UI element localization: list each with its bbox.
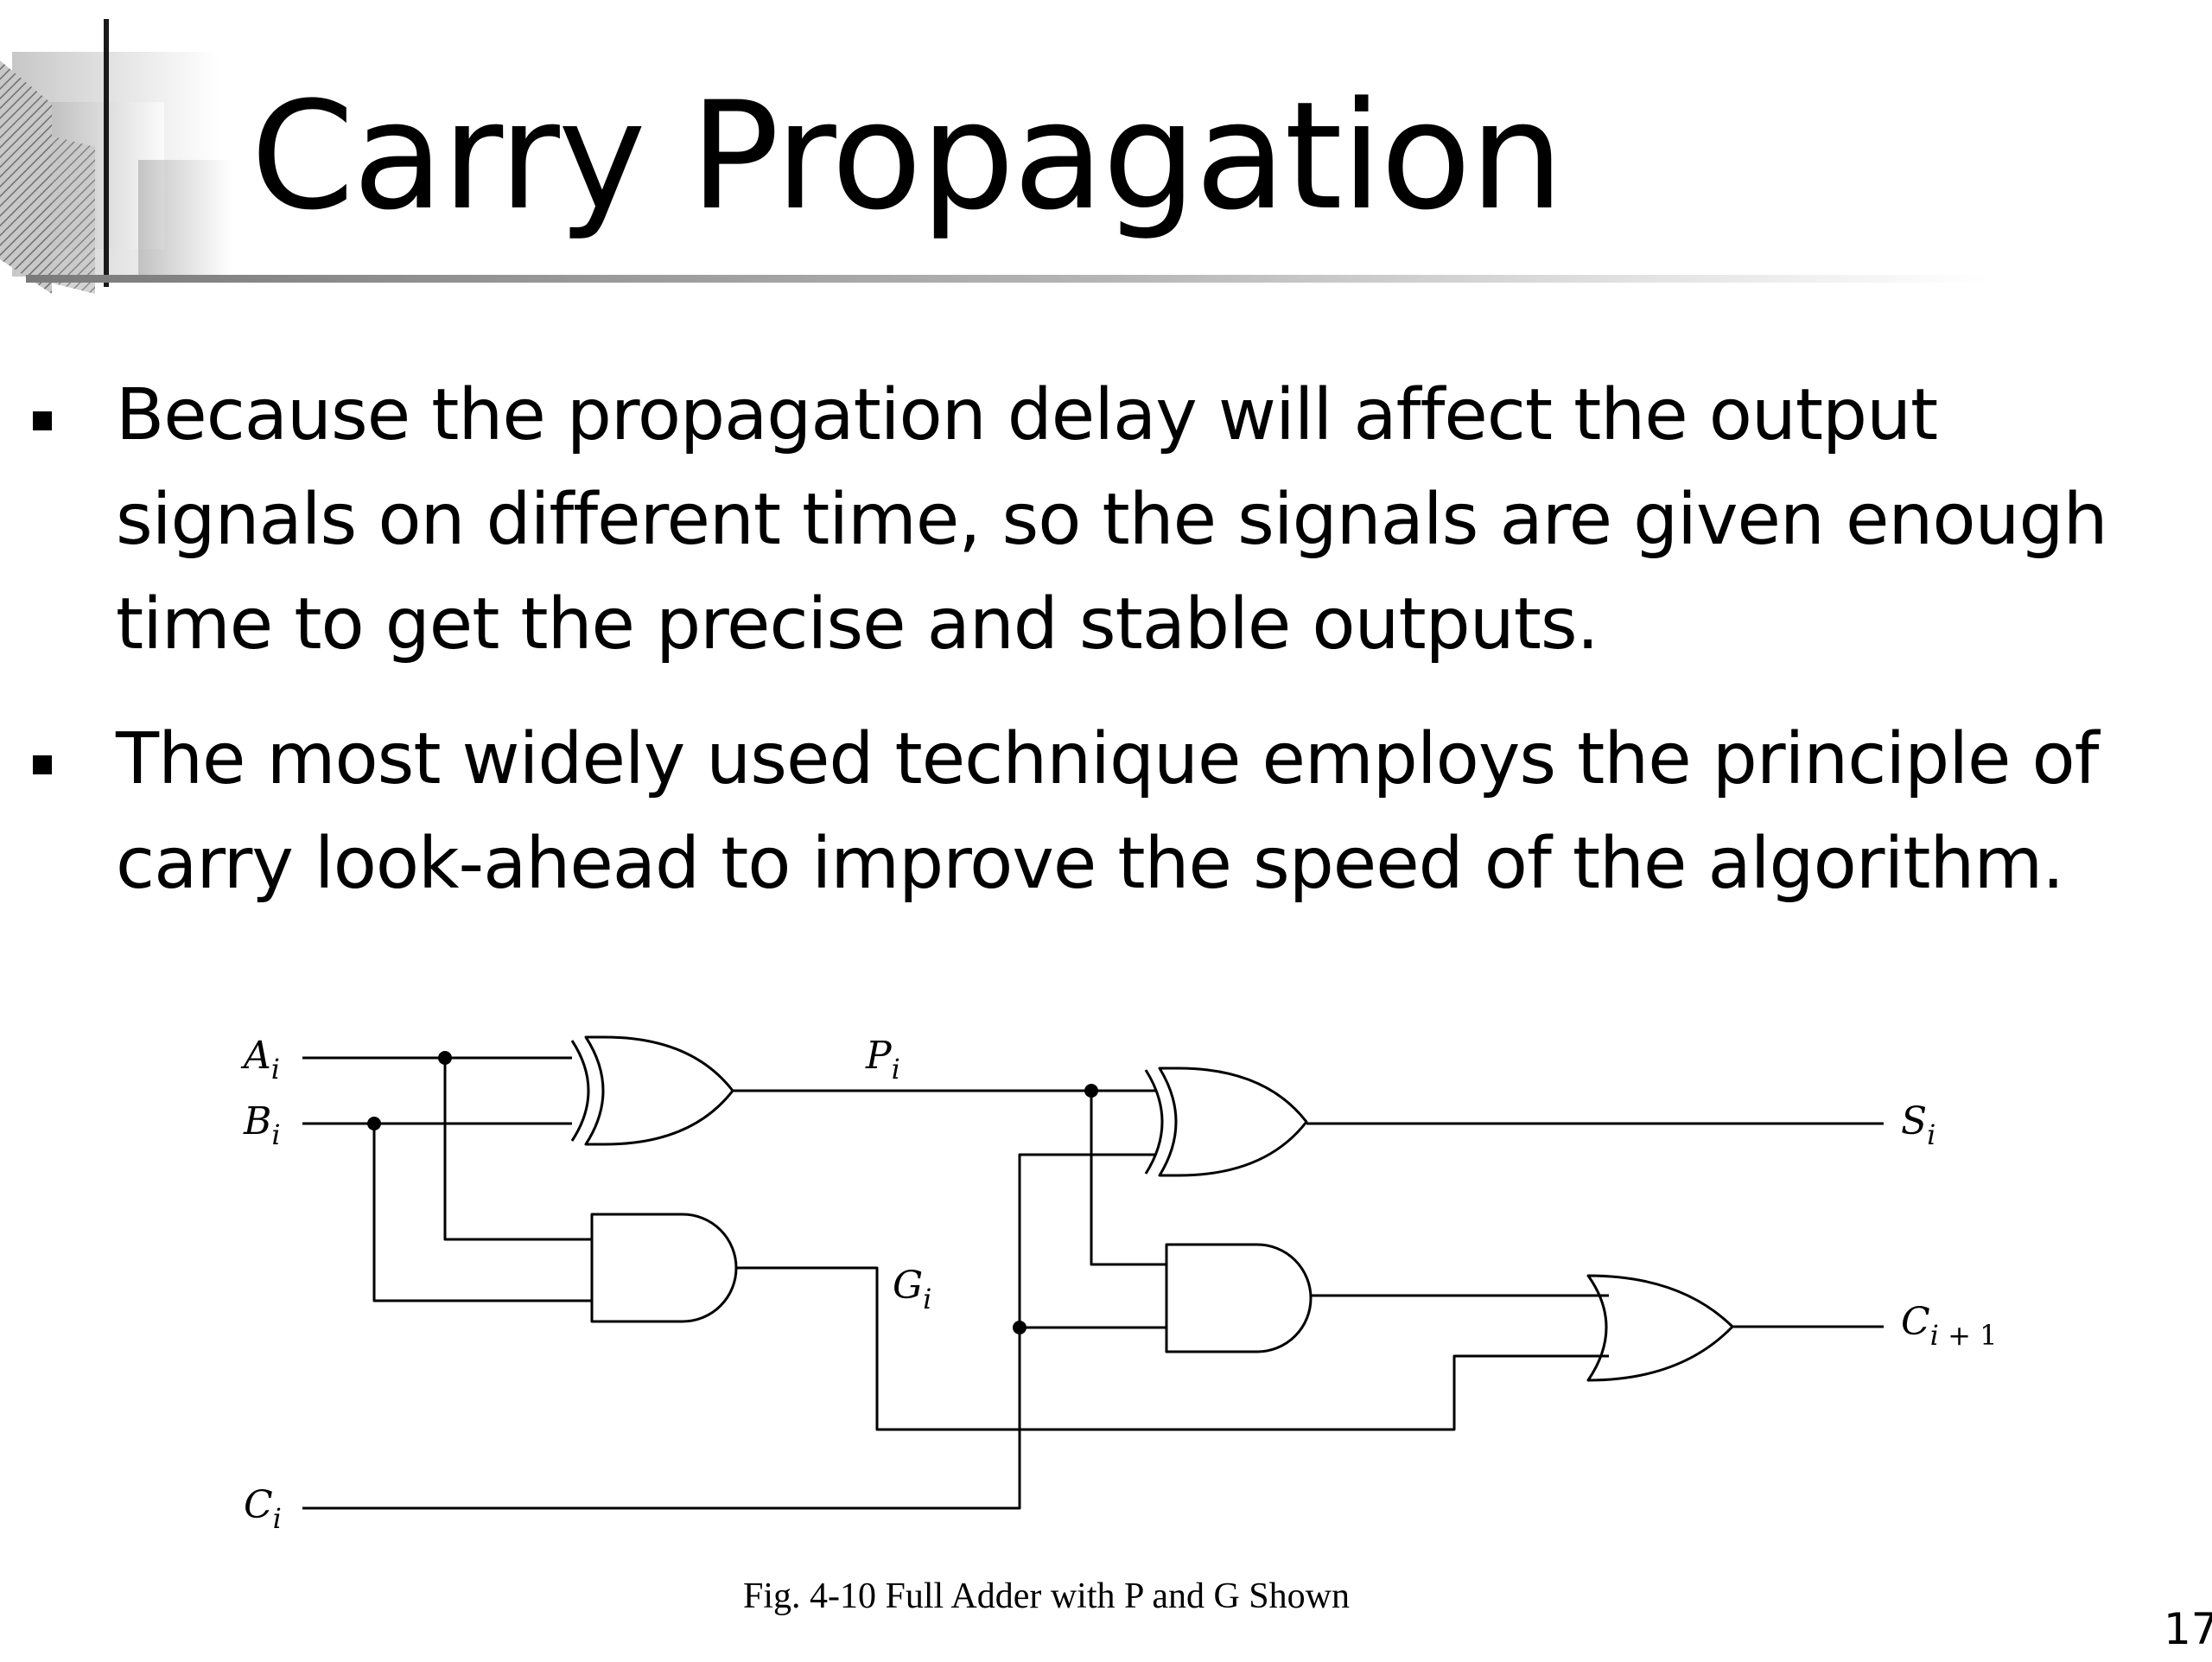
- bullet-text-2: The most widely used technique employs t…: [116, 718, 2100, 905]
- wire-p-to-and: [1090, 1091, 1166, 1266]
- square-bullet-icon: [33, 755, 52, 774]
- and-gate-g: [590, 1213, 738, 1323]
- junction-dot: [1084, 1084, 1098, 1098]
- label-s: Si: [1901, 1099, 1936, 1151]
- junction-dot: [438, 1051, 452, 1065]
- and-gate-pc: [1165, 1243, 1313, 1353]
- corner-ornament: [0, 52, 233, 294]
- label-p: Pi: [865, 1034, 900, 1086]
- label-c: Ci: [244, 1483, 282, 1535]
- slide-decoration: [0, 19, 1987, 294]
- label-b: Bi: [243, 1099, 281, 1151]
- title-underline: [26, 275, 1987, 283]
- wire-a-to-and: [443, 1058, 592, 1241]
- square-bullet-icon: [33, 411, 52, 430]
- label-a: Ai: [240, 1034, 280, 1086]
- wire-g: [736, 1266, 1609, 1431]
- xor-gate-p: [570, 1035, 734, 1146]
- bullet-text-1: Because the propagation delay will affec…: [116, 374, 2108, 665]
- or-gate-cout: [1586, 1274, 1734, 1382]
- junction-dot: [1013, 1321, 1027, 1334]
- page-number: 17: [2164, 1604, 2212, 1654]
- xor-gate-s: [1144, 1067, 1308, 1177]
- wire-c: [302, 1153, 1156, 1510]
- label-cout: Ci + 1: [1901, 1300, 1997, 1352]
- full-adder-diagram: Ai Bi Pi Gi Si Ci + 1 Ci: [240, 1034, 1997, 1535]
- title-vertical-rule: [104, 19, 109, 287]
- slide-title: Carry Propagation: [251, 69, 1564, 243]
- figure-caption: Fig. 4-10 Full Adder with P and G Shown: [743, 1576, 1350, 1616]
- wire-b-to-and: [372, 1124, 592, 1302]
- label-g: Gi: [893, 1264, 931, 1315]
- junction-dot: [367, 1117, 381, 1130]
